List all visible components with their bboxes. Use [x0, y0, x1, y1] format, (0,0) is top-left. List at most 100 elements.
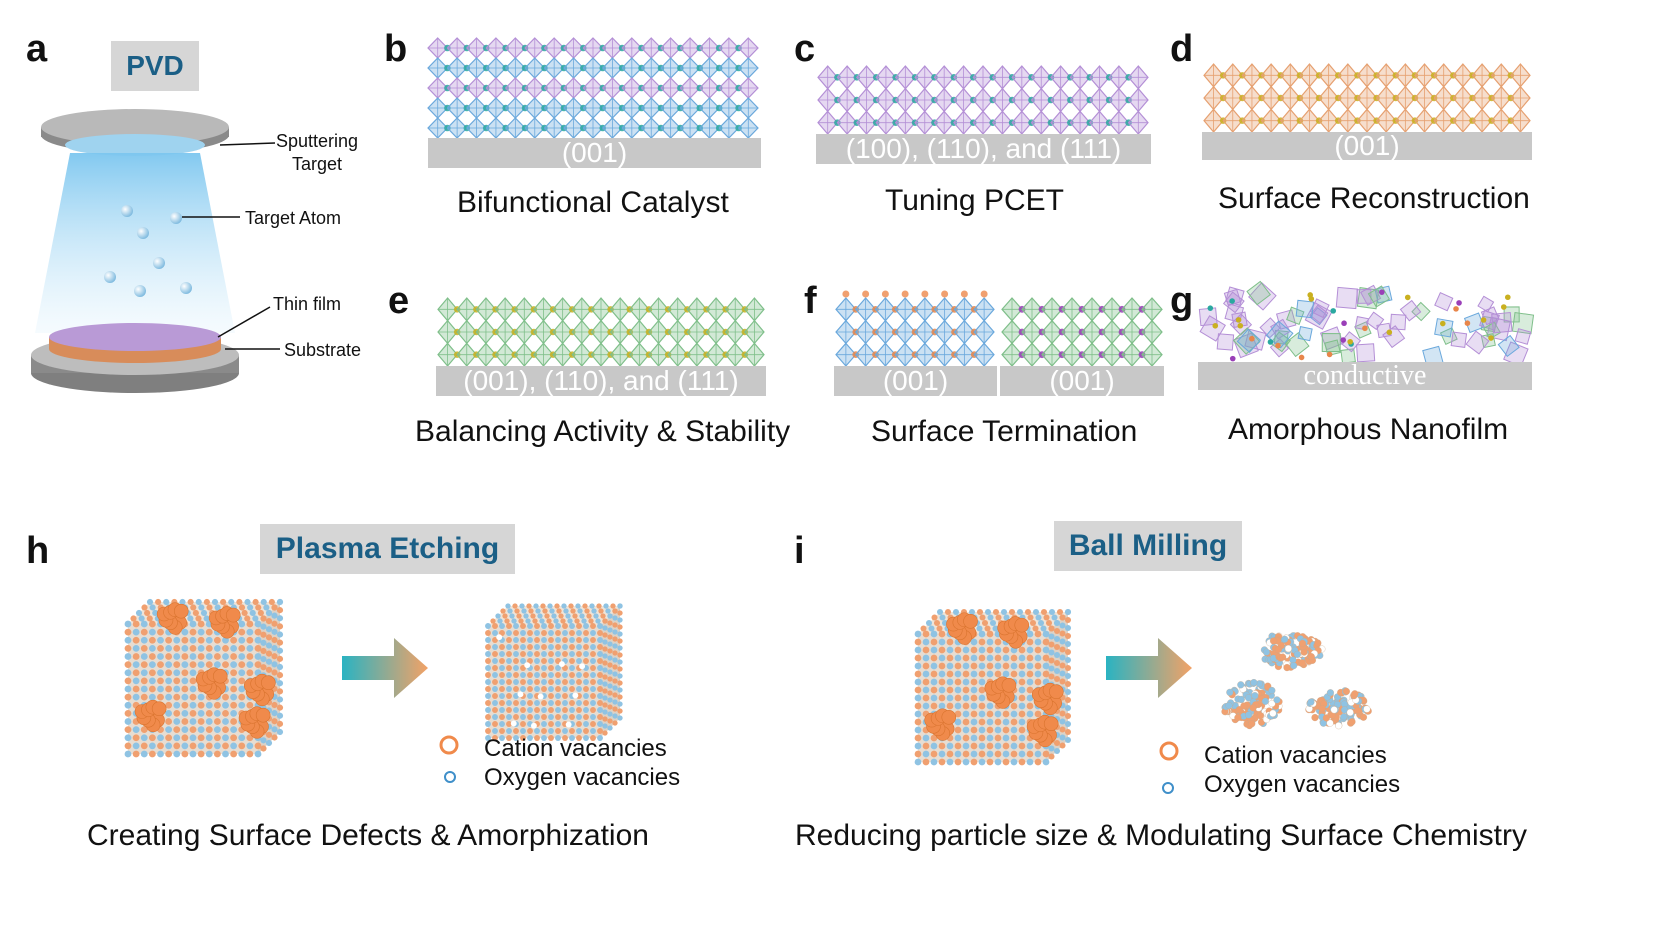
panel-f-substrate-right: (001) — [1000, 366, 1164, 396]
panel-i-particle-1 — [1260, 632, 1326, 672]
amorphous-unit — [1360, 284, 1382, 306]
amorphous-unit — [1216, 333, 1235, 351]
amorphous-unit — [1297, 326, 1313, 342]
panel-c-substrate: (100), (110), and (111) — [816, 134, 1151, 164]
target-atoms — [104, 205, 192, 297]
amorphous-unit — [1199, 315, 1226, 342]
thin-film-label: Thin film — [273, 294, 342, 314]
panel-h-cation-legend-icon — [439, 735, 459, 755]
octahedron — [914, 319, 936, 345]
octahedron — [874, 342, 897, 367]
target-atom-label: Target Atom — [245, 208, 342, 228]
octahedron — [894, 342, 916, 367]
panel-i-arrow — [1106, 638, 1192, 698]
octahedron — [698, 77, 721, 99]
octahedron — [744, 342, 765, 367]
octahedron — [1127, 87, 1149, 113]
pvd-chamber-illustration — [31, 109, 280, 393]
panel-i-cation-legend: Cation vacancies — [1204, 742, 1387, 769]
panel-i-oxygen-legend: Oxygen vacancies — [1204, 771, 1401, 798]
amorphous-unit — [1477, 295, 1495, 313]
panel-g-substrate: conductive — [1198, 362, 1532, 390]
panel-i-cube-before — [914, 608, 1072, 766]
panel-i-cation-legend-icon — [1159, 741, 1179, 761]
octahedron — [737, 57, 759, 79]
octahedron — [991, 87, 1013, 113]
panel-d-crystal-lattice — [1203, 63, 1531, 133]
octahedron — [894, 110, 916, 135]
amorphous-unit — [1450, 331, 1468, 348]
panel-g-letter: g — [1170, 280, 1194, 322]
octahedron — [1141, 297, 1163, 322]
amorphous-unit — [1321, 333, 1341, 353]
panel-f-letter: f — [804, 280, 817, 322]
amorphous-unit — [1246, 280, 1272, 306]
amorphous-unit — [1236, 328, 1262, 353]
octahedron — [1222, 108, 1244, 133]
sputtering-target-label: Sputtering Target — [276, 131, 359, 174]
amorphous-unit — [1514, 328, 1532, 345]
panel-f-right-lattice — [1001, 297, 1163, 367]
panel-h-oxygen-legend: Oxygen vacancies — [484, 764, 681, 791]
panel-d-caption: Surface Reconstruction — [1218, 182, 1530, 215]
amorphous-unit — [1356, 343, 1376, 363]
panel-i-particle-3 — [1305, 687, 1372, 730]
panel-h-cube-before — [124, 598, 284, 758]
amorphous-unit — [1491, 312, 1513, 334]
octahedron — [737, 37, 759, 59]
octahedron — [1127, 65, 1149, 90]
panel-b-substrate: (001) — [428, 138, 761, 168]
panel-i-title: Ball Milling — [1054, 521, 1242, 571]
octahedron — [973, 297, 995, 322]
amorphous-unit — [1434, 292, 1454, 312]
amorphous-unit — [1295, 299, 1315, 319]
panel-h-cube-after — [485, 603, 623, 741]
octahedron — [1127, 110, 1149, 135]
amorphous-unit — [1259, 317, 1281, 339]
panel-b-crystal-lattice — [427, 37, 759, 139]
octahedron — [718, 97, 740, 119]
octahedron — [437, 342, 458, 367]
panel-a-letter: a — [26, 28, 48, 70]
octahedron — [1510, 85, 1531, 111]
octahedron — [1141, 342, 1163, 367]
amorphous-unit — [1503, 306, 1520, 323]
octahedron — [504, 37, 526, 59]
panel-i-caption: Reducing particle size & Modulating Surf… — [795, 819, 1527, 852]
panel-e-caption: Balancing Activity & Stability — [415, 415, 791, 448]
amorphous-unit — [1309, 304, 1329, 324]
amorphous-unit — [1286, 306, 1305, 325]
octahedron — [1510, 108, 1531, 133]
octahedron — [1141, 319, 1163, 345]
panel-e-letter: e — [388, 280, 410, 322]
amorphous-unit — [1304, 301, 1333, 330]
panel-a-title: PVD — [111, 41, 199, 91]
panel-b-caption: Bifunctional Catalyst — [457, 186, 729, 219]
octahedron — [744, 297, 765, 322]
octahedron — [973, 342, 995, 367]
octahedron — [1510, 63, 1531, 88]
panel-e-crystal-lattice — [437, 297, 765, 367]
octahedron — [854, 342, 877, 367]
substrate-label: Substrate — [284, 340, 362, 360]
panel-h-cation-legend: Cation vacancies — [484, 735, 667, 762]
panel-g-caption: Amorphous Nanofilm — [1228, 413, 1509, 446]
octahedron — [744, 319, 765, 345]
panel-h-title: Plasma Etching — [260, 524, 515, 574]
panel-d-substrate: (001) — [1202, 132, 1532, 160]
octahedron — [524, 37, 546, 59]
panel-d-letter: d — [1170, 28, 1194, 70]
octahedron — [737, 117, 759, 139]
panel-h-arrow — [342, 638, 428, 698]
panel-f-caption: Surface Termination — [871, 415, 1138, 448]
amorphous-unit — [1335, 286, 1359, 310]
amorphous-unit — [1198, 307, 1218, 327]
panel-h-letter: h — [26, 530, 50, 572]
amorphous-unit — [1497, 334, 1520, 358]
panel-i-particle-2 — [1221, 679, 1283, 730]
octahedron — [737, 77, 759, 99]
octahedron — [973, 319, 995, 345]
sputtering-target — [65, 134, 205, 156]
amorphous-unit — [1244, 328, 1267, 351]
panel-c-caption: Tuning PCET — [885, 184, 1064, 217]
